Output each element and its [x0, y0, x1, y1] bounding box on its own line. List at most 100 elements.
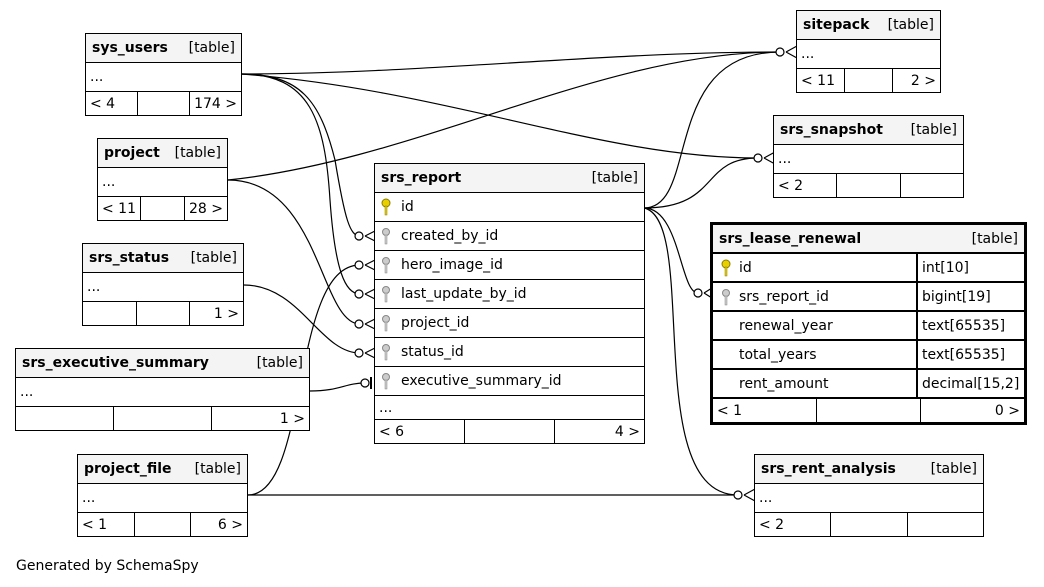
table-type: [table]	[188, 40, 235, 56]
parents-count[interactable]: < 1	[78, 513, 135, 536]
primary-key-icon	[379, 198, 393, 216]
footer-middle	[817, 399, 921, 422]
parents-count[interactable]: < 11	[797, 69, 845, 92]
ellipsis-row: ...	[78, 484, 247, 513]
children-count[interactable]: 1 >	[213, 305, 240, 322]
table-name: project	[104, 145, 160, 161]
table-header: sitepack [table]	[797, 11, 940, 40]
children-count[interactable]: 6 >	[217, 516, 244, 533]
footer-middle	[141, 197, 185, 220]
table-footer: < 4 174 >	[86, 92, 241, 115]
table-header: srs_executive_summary [table]	[16, 349, 309, 378]
children-count[interactable]: 28 >	[188, 200, 223, 217]
parents-count[interactable]: < 11	[98, 197, 142, 220]
children-count[interactable]: 2 >	[910, 72, 936, 89]
parents-count[interactable]: < 6	[375, 420, 465, 443]
table-type: [table]	[194, 461, 241, 477]
column-type: text[65535]	[922, 317, 1006, 334]
footer-right	[901, 174, 963, 197]
table-type: [table]	[190, 250, 237, 266]
table-srs-rent-analysis[interactable]: srs_rent_analysis [table] ... < 2	[754, 454, 984, 537]
column-name: status_id	[401, 344, 464, 360]
column-name: renewal_year	[739, 317, 833, 334]
column-name: executive_summary_id	[401, 373, 562, 389]
column-row[interactable]: executive_summary_id	[375, 367, 644, 396]
footer-middle	[837, 174, 901, 197]
column-row[interactable]: id int[10]	[713, 254, 1024, 283]
table-srs-executive-summary[interactable]: srs_executive_summary [table] ... 1 >	[15, 348, 310, 431]
table-name: sys_users	[92, 40, 168, 56]
column-row[interactable]: status_id	[375, 338, 644, 367]
table-type: [table]	[910, 122, 957, 138]
table-srs-status[interactable]: srs_status [table] ... 1 >	[82, 243, 244, 326]
ellipsis-row: ...	[375, 396, 644, 420]
ellipsis-row: ...	[16, 378, 309, 407]
column-row[interactable]: hero_image_id	[375, 251, 644, 280]
column-row[interactable]: project_id	[375, 309, 644, 338]
children-count[interactable]: 4 >	[614, 423, 640, 440]
table-name: srs_lease_renewal	[719, 230, 862, 247]
column-row[interactable]: created_by_id	[375, 222, 644, 251]
column-name: total_years	[739, 346, 817, 363]
table-sitepack[interactable]: sitepack [table] ... < 11 2 >	[796, 10, 941, 93]
table-name: sitepack	[803, 17, 870, 33]
table-srs-report[interactable]: srs_report [table] id created_by_id hero…	[374, 163, 645, 444]
foreign-key-icon	[379, 285, 393, 303]
foreign-key-icon	[719, 288, 733, 306]
table-type: [table]	[971, 230, 1018, 247]
table-header: srs_report [table]	[375, 164, 644, 193]
table-type: [table]	[887, 17, 934, 33]
table-type: [table]	[174, 145, 221, 161]
table-header: sys_users [table]	[86, 34, 241, 63]
column-name: id	[739, 259, 752, 276]
ellipsis-row: ...	[797, 40, 940, 69]
table-footer: < 1 0 >	[713, 399, 1024, 422]
children-count[interactable]: 174 >	[194, 95, 237, 112]
column-row[interactable]: renewal_year text[65535]	[713, 312, 1024, 341]
parents-count[interactable]: < 4	[86, 92, 138, 115]
children-count[interactable]: 0 >	[994, 402, 1020, 419]
table-srs-snapshot[interactable]: srs_snapshot [table] ... < 2	[773, 115, 964, 198]
column-row[interactable]: srs_report_id bigint[19]	[713, 283, 1024, 312]
children-count[interactable]: 1 >	[279, 410, 305, 427]
footer-middle	[135, 513, 192, 536]
table-footer: < 11 2 >	[797, 69, 940, 92]
table-header: srs_lease_renewal [table]	[713, 225, 1024, 254]
foreign-key-icon	[379, 372, 393, 390]
parents-count[interactable]: < 2	[755, 513, 832, 536]
table-project-file[interactable]: project_file [table] ... < 1 6 >	[77, 454, 248, 537]
table-type: [table]	[591, 170, 638, 186]
column-name: project_id	[401, 315, 470, 331]
footer-middle	[465, 420, 555, 443]
generated-by-note: Generated by SchemaSpy	[16, 558, 199, 574]
table-sys-users[interactable]: sys_users [table] ... < 4 174 >	[85, 33, 242, 116]
table-project[interactable]: project [table] ... < 11 28 >	[97, 138, 228, 221]
table-header: srs_snapshot [table]	[774, 116, 963, 145]
table-footer: 1 >	[16, 407, 309, 430]
column-row[interactable]: id	[375, 193, 644, 222]
footer-left	[83, 302, 137, 325]
foreign-key-icon	[379, 256, 393, 274]
table-header: srs_rent_analysis [table]	[755, 455, 983, 484]
column-name: srs_report_id	[739, 288, 829, 305]
column-row[interactable]: rent_amount decimal[15,2]	[713, 370, 1024, 399]
column-type: decimal[15,2]	[922, 375, 1020, 392]
column-name: rent_amount	[739, 375, 829, 392]
column-row[interactable]: total_years text[65535]	[713, 341, 1024, 370]
table-srs-lease-renewal[interactable]: srs_lease_renewal [table] id int[10] srs…	[710, 222, 1027, 425]
table-name: srs_rent_analysis	[761, 461, 896, 477]
column-type: int[10]	[922, 259, 969, 276]
foreign-key-icon	[379, 314, 393, 332]
footer-middle	[137, 302, 191, 325]
footer-middle	[845, 69, 893, 92]
column-name: id	[401, 199, 414, 215]
column-row[interactable]: last_update_by_id	[375, 280, 644, 309]
table-footer: 1 >	[83, 302, 243, 325]
parents-count[interactable]: < 2	[774, 174, 838, 197]
table-footer: < 6 4 >	[375, 420, 644, 443]
column-type: text[65535]	[922, 346, 1006, 363]
column-name: created_by_id	[401, 228, 499, 244]
parents-count[interactable]: < 1	[713, 399, 817, 422]
column-type: bigint[19]	[922, 288, 991, 305]
